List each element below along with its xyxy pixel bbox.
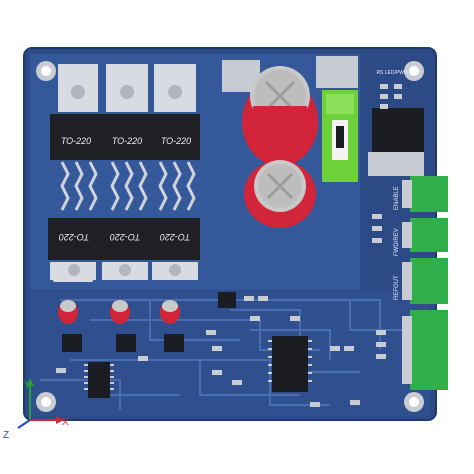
ic-chips: [62, 292, 308, 398]
regulator-block: [368, 108, 424, 176]
connector-label-refout: REFOUT: [394, 275, 400, 300]
connector-label-fwdrev: FWD/REV: [394, 228, 400, 256]
mosfet-row-bottom: TO-220 TO-220 TO-220: [48, 218, 200, 282]
smd-cluster-top-right: [380, 84, 402, 109]
mosfet-leads: [60, 161, 196, 211]
axis-x-label: X: [62, 417, 69, 428]
mosfet-1-label: TO-220: [61, 136, 91, 146]
axis-z-label: Z: [3, 430, 9, 441]
ic-pins: [84, 340, 312, 390]
axis-triad: Y X Z: [3, 378, 69, 441]
mounting-holes: [36, 61, 424, 412]
mosfet-5-label: TO-220: [110, 232, 140, 242]
axis-y-label: Y: [24, 380, 31, 391]
connector-label-enable: ENABLE: [394, 186, 400, 210]
smd-components: [56, 214, 386, 407]
capacitor-large-2: [244, 160, 316, 228]
small-capacitors: [58, 300, 180, 324]
capacitor-large-1: [242, 66, 318, 166]
mosfet-4-label: TO-220: [59, 232, 89, 242]
led-label: RS LED/PWR: [376, 70, 408, 76]
mosfet-3-label: TO-220: [161, 136, 191, 146]
power-switch: [322, 90, 358, 182]
mosfet-6-label: TO-220: [160, 232, 190, 242]
terminal-blocks: [402, 176, 448, 390]
header-pads: [222, 56, 358, 92]
mosfet-2-label: TO-220: [112, 136, 142, 146]
mosfet-row-top: TO-220 TO-220 TO-220: [50, 64, 200, 160]
